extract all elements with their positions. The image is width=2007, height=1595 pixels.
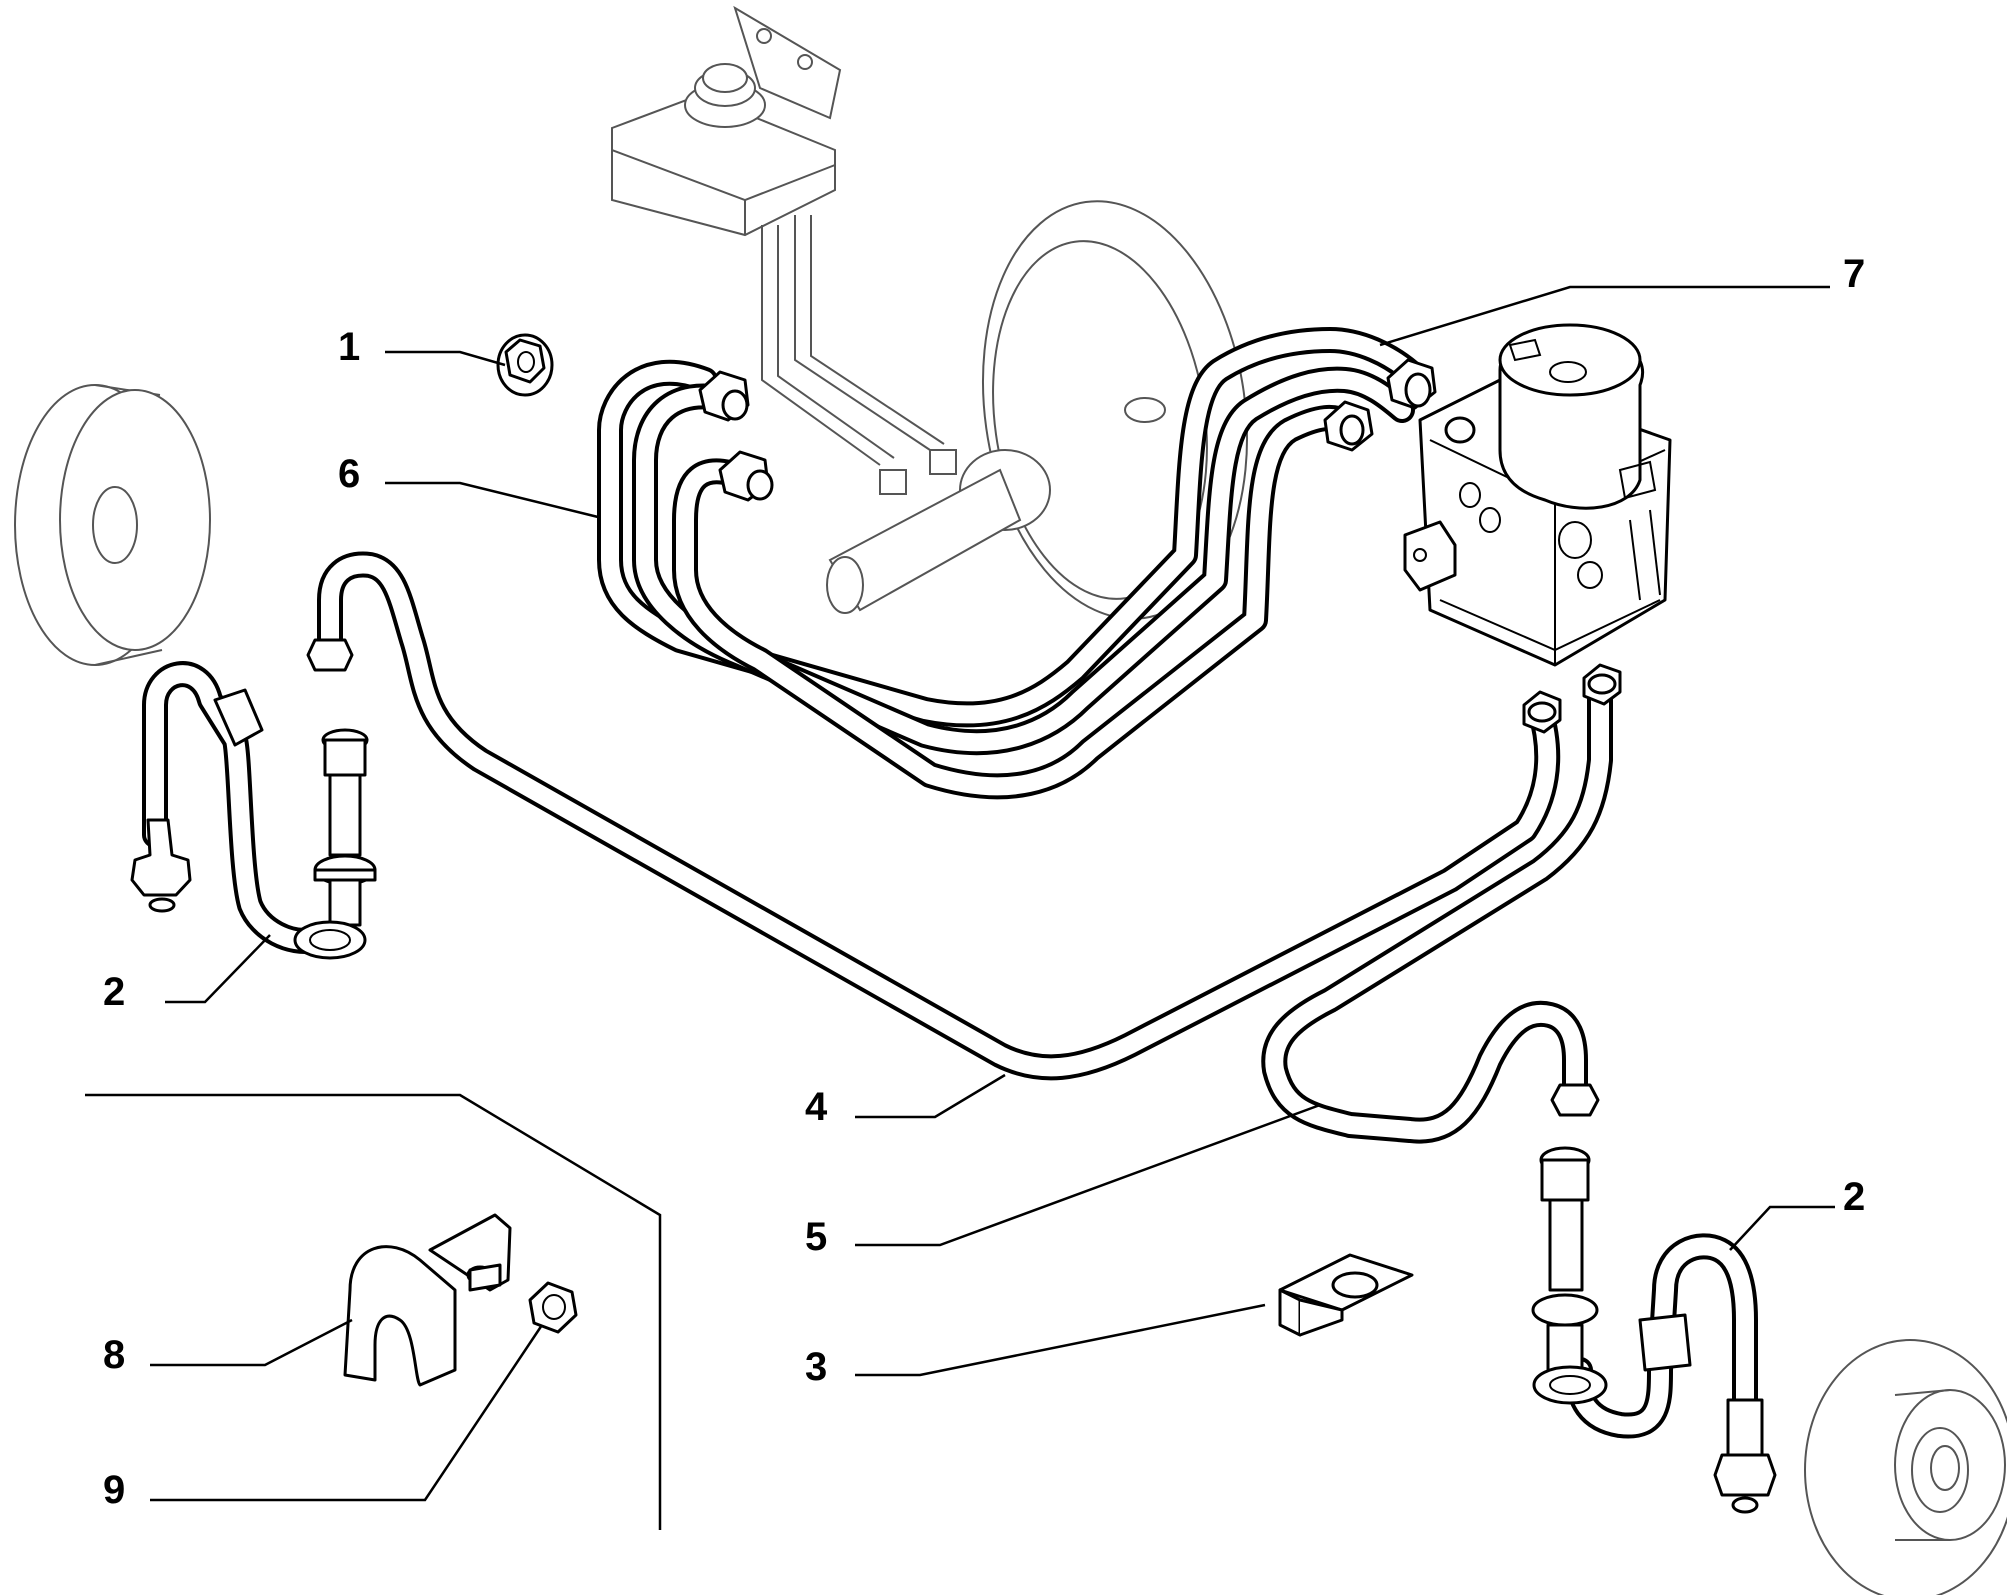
brake-hose-right (1531, 1146, 1777, 1514)
callout-8: 8 (103, 1333, 125, 1377)
part-1-nut (496, 333, 554, 397)
callout-1: 1 (338, 325, 360, 369)
leader-6 (385, 481, 599, 519)
pipe-7-fittings (1323, 358, 1437, 452)
leader-9 (150, 1324, 544, 1502)
part-8-bracket (343, 1213, 512, 1387)
callout-4: 4 (805, 1085, 828, 1129)
leader-3 (855, 1303, 1266, 1377)
callout-5: 5 (805, 1215, 827, 1259)
front-left-brake-disc (14, 384, 211, 666)
part-9-nut (528, 1281, 578, 1334)
brake-pipe-6 (597, 327, 1423, 800)
brake-hose-left (130, 661, 377, 960)
leader-8 (150, 1318, 353, 1367)
leader-4 (855, 1073, 1006, 1119)
callout-2-right: 2 (1843, 1175, 1865, 1219)
part-3-clip (1278, 1253, 1414, 1337)
pipe-4-5-wheel-fittings (306, 638, 1600, 1117)
abs-hydraulic-unit (1403, 323, 1672, 667)
pipe-4-5-abs-fittings (1522, 663, 1622, 734)
pipe-6-fittings (698, 370, 774, 502)
callout-labels: 1 2 2 3 4 5 6 7 8 9 (103, 252, 1865, 1512)
master-cylinder-reservoir (611, 5, 842, 237)
brake-pipe-5 (1261, 677, 1613, 1144)
leader-lines (150, 285, 1835, 1502)
reservoir-feed-pipes (761, 215, 945, 466)
callout-6: 6 (338, 452, 360, 496)
callout-9: 9 (103, 1468, 125, 1512)
leader-5 (855, 1103, 1321, 1247)
inset-separator-line (85, 1093, 662, 1530)
leader-2-left (165, 934, 271, 1004)
callout-7: 7 (1843, 252, 1865, 296)
callout-2-left: 2 (103, 970, 125, 1014)
front-right-brake-disc (1804, 1339, 2007, 1595)
callout-3: 3 (805, 1345, 827, 1389)
brake-pipe-4 (317, 551, 1561, 1081)
leader-1 (385, 350, 506, 367)
leader-7 (1379, 285, 1830, 347)
leader-2-right (1729, 1205, 1835, 1251)
